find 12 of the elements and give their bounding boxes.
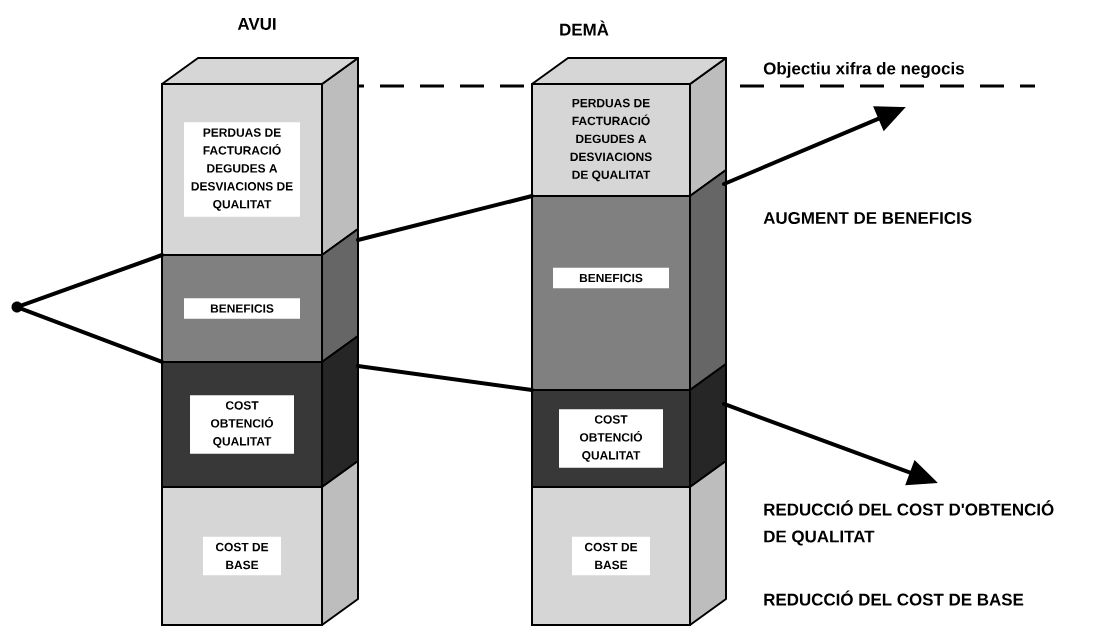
outcome-label: AUGMENT DE BENEFICIS [763, 212, 972, 224]
bar-segment: PERDUAS DE FACTURACIÓ DEGUDES A DESVIACIONS DE QUALITAT [531, 57, 727, 197]
bar-segment: COST OBTENCIÓ QUALITAT [531, 363, 727, 488]
bar-segment: PERDUAS DE FACTURACIÓ DEGUDES A DESVIACIONS DE QUALITAT [161, 57, 359, 256]
outcome-label: REDUCCIÓ DEL COST D'OBTENCIÓ DE QUALITAT [764, 500, 1054, 546]
target-label: Objectiu xifra de negocis [763, 62, 964, 78]
outcome-label: REDUCCIÓ DEL COST DE BASE [764, 590, 1024, 606]
bar-segment: COST OBTENCIÓ QUALITAT [161, 335, 359, 488]
bar-segment: BENEFICIS [161, 228, 359, 363]
column-heading: DEMÀ [560, 20, 609, 36]
column-heading: AVUI [237, 18, 276, 30]
bar-segment: COST DE BASE [161, 460, 359, 626]
